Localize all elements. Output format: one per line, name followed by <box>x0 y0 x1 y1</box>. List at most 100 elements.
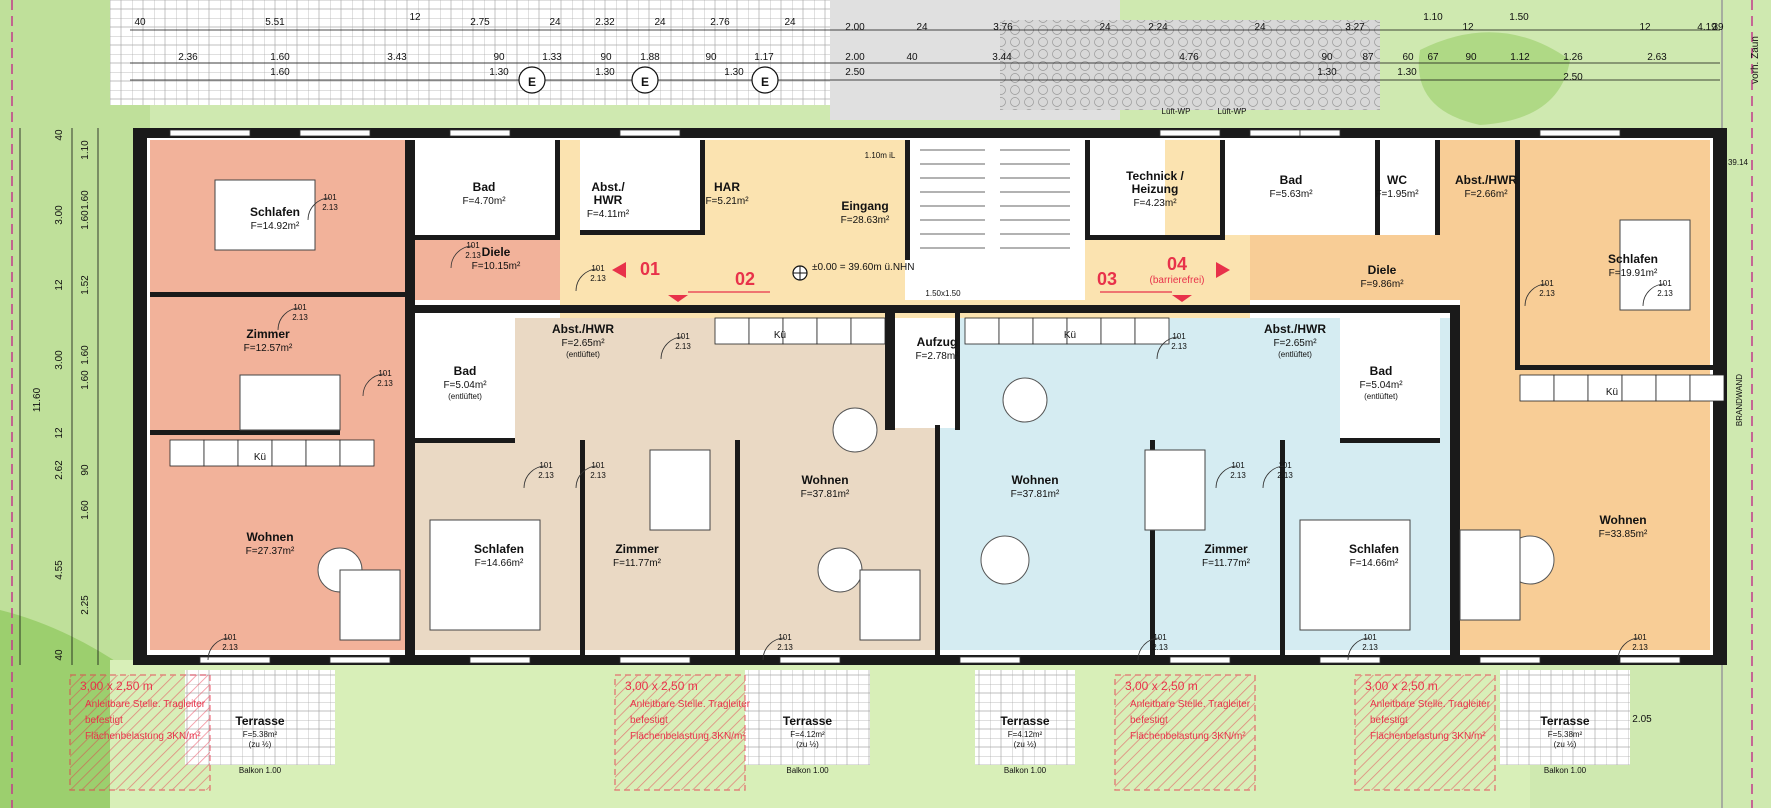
door-number: 101 <box>1153 633 1167 642</box>
room-name: Technick /Heizung <box>1126 169 1184 196</box>
room-area: F=1.95m² <box>1375 189 1419 200</box>
door-swing <box>1617 637 1641 661</box>
dining-table <box>832 407 878 453</box>
terrace-area: F=4.12m² <box>790 730 825 739</box>
left-dimension: 1.60 <box>80 370 91 390</box>
terrace-3 <box>975 670 1075 765</box>
door-swing <box>1156 336 1180 360</box>
door-number: 101 <box>1363 633 1377 642</box>
bed <box>429 519 541 631</box>
top-dimension: 1.30 <box>1397 67 1417 78</box>
wall-segment <box>1085 140 1090 240</box>
top-dimension: 1.10 <box>1423 12 1443 23</box>
room-area: F=5.04m² <box>1359 380 1403 391</box>
top-dimension: 2.63 <box>1647 52 1667 63</box>
entry-marker <box>631 66 659 94</box>
door-swing <box>575 268 599 292</box>
unit-number: 03 <box>1097 269 1117 289</box>
door-number: 101 <box>323 193 337 202</box>
door-number: 101 <box>378 369 392 378</box>
left-dimension: 1.60 <box>80 500 91 520</box>
door-swing <box>1524 283 1548 307</box>
wall-segment <box>415 438 515 443</box>
bed <box>1619 219 1691 311</box>
datum-cross <box>793 266 807 280</box>
wall-south <box>133 655 1727 665</box>
kitchen-label: Kü <box>774 330 786 341</box>
fire-ladder-zone <box>1114 674 1256 791</box>
terrace-name: Terrasse <box>1540 714 1589 728</box>
unit-02-arrow <box>668 295 688 302</box>
wall-north <box>133 128 1727 138</box>
terrace-4 <box>1500 670 1630 765</box>
room-area: F=12.57m² <box>244 343 293 354</box>
room-name: Wohnen <box>801 473 848 487</box>
fire-ladder-note: Flächenbelastung 3KN/m² <box>1370 731 1486 742</box>
door-swing <box>660 336 684 360</box>
door-number: 101 <box>1658 279 1672 288</box>
room-area: F=9.86m² <box>1360 279 1404 290</box>
fire-ladder-zone <box>1354 674 1496 791</box>
unit-number: 02 <box>735 269 755 289</box>
door-number: 101 <box>1231 461 1245 470</box>
entry-marker-label: E <box>761 75 769 89</box>
room-area: F=14.66m² <box>1350 558 1399 569</box>
window <box>959 656 1021 664</box>
wall-segment <box>410 310 415 655</box>
window <box>779 656 841 664</box>
kitchen-counter-02 <box>816 317 852 345</box>
bath-01 <box>415 140 555 235</box>
window <box>619 656 691 664</box>
room-name: Bad <box>454 364 477 378</box>
door-height: 2.13 <box>1152 643 1168 652</box>
fire-ladder-note: Anleitbare Stelle. Tragleiter <box>630 699 751 710</box>
entry-marker <box>751 66 779 94</box>
fire-ladder-note: befestigt <box>630 715 668 726</box>
firewall-label: BRANDWAND <box>1735 374 1744 426</box>
room-note: (entlüftet) <box>1278 350 1312 359</box>
wall-segment <box>1220 140 1225 235</box>
door-number: 101 <box>1278 461 1292 470</box>
door-swing <box>575 465 599 489</box>
top-dimension: 2.50 <box>1563 72 1583 83</box>
sofa <box>339 569 401 641</box>
door-swing <box>1137 637 1161 661</box>
window <box>299 129 371 137</box>
door-height: 2.13 <box>675 342 691 351</box>
top-dimension: 67 <box>1427 52 1439 63</box>
balcony-dimension: 2.05 <box>1632 714 1652 725</box>
room-area: F=2.78m² <box>915 351 959 362</box>
door-number: 101 <box>293 303 307 312</box>
entry-marker-label: E <box>528 75 536 89</box>
fire-ladder-note: Flächenbelastung 3KN/m² <box>85 731 201 742</box>
bed <box>649 449 711 531</box>
fire-ladder-note: Anleitbare Stelle. Tragleiter <box>1130 699 1251 710</box>
top-dimension: 1.33 <box>542 52 562 63</box>
left-dimension: 40 <box>54 129 65 141</box>
bed <box>1144 449 1206 531</box>
room-name: Schlafen <box>250 205 300 219</box>
fire-ladder-zone <box>614 674 746 791</box>
room-name: Abst./HWR <box>1264 322 1326 336</box>
door-swing <box>762 637 786 661</box>
window <box>199 656 271 664</box>
left-dimension: 1.60 <box>80 190 91 210</box>
unit-04-arrow <box>1216 262 1230 278</box>
window <box>1249 129 1301 137</box>
unit-number: 04 <box>1167 254 1187 274</box>
kitchen-label: Kü <box>1064 330 1076 341</box>
door-height: 2.13 <box>538 471 554 480</box>
door-height: 2.13 <box>222 643 238 652</box>
fire-ladder-note: befestigt <box>1370 715 1408 726</box>
top-dimension: 3.76 <box>993 22 1013 33</box>
room-note: (entlüftet) <box>448 392 482 401</box>
top-dimension: 2.50 <box>845 67 865 78</box>
door-height: 2.13 <box>1171 342 1187 351</box>
left-dimension: 12 <box>54 279 65 291</box>
door-height: 2.13 <box>590 471 606 480</box>
top-dimension: 1.60 <box>270 67 290 78</box>
room-name: Abst./HWR <box>591 180 625 207</box>
door-number: 101 <box>1540 279 1554 288</box>
room-area: F=33.85m² <box>1599 529 1648 540</box>
kitchen-counter-01 <box>339 439 375 467</box>
